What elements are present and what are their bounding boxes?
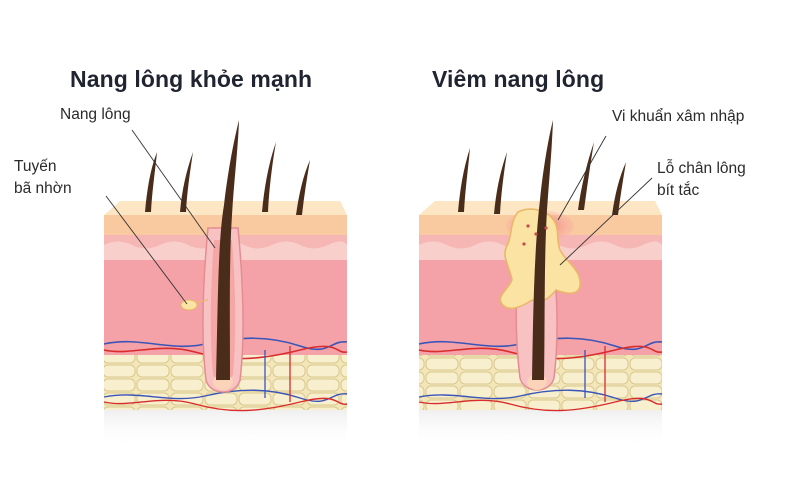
- main-hair-shaft: [532, 120, 553, 380]
- sebaceous-gland: [180, 299, 198, 311]
- vein: [103, 337, 348, 351]
- label-clogged-pore-line1: Lỗ chân lông: [657, 160, 746, 177]
- bacteria-dot: [534, 232, 538, 236]
- hair-strand: [612, 162, 626, 215]
- hair-strand: [494, 152, 507, 214]
- hair-strand: [578, 142, 594, 210]
- label-clogged-pore-line2: bít tắc: [657, 182, 700, 199]
- hair-strand: [262, 142, 276, 212]
- artery-deep: [418, 397, 663, 412]
- block-shadow: [419, 408, 662, 448]
- bacteria-dot: [544, 226, 548, 230]
- vein-deep: [103, 389, 348, 402]
- hair-strand: [145, 152, 157, 212]
- hair-strand: [296, 160, 310, 215]
- label-bacteria-invasion: Vi khuẩn xâm nhập: [612, 108, 745, 125]
- artery-deep: [103, 397, 348, 412]
- block-shadow: [104, 408, 347, 448]
- bacteria-dot: [522, 242, 526, 246]
- leader-line-bacteria: [557, 135, 607, 221]
- bacteria-dot: [526, 224, 530, 228]
- vein: [418, 337, 663, 351]
- vein-deep: [418, 389, 663, 402]
- hair-strand: [180, 152, 193, 212]
- healthy-skin-block: [103, 120, 348, 448]
- label-sebaceous-gland-line1: Tuyến: [14, 158, 57, 175]
- title-folliculitis: Viêm nang lông: [432, 66, 605, 92]
- leader-line-gland: [105, 195, 188, 305]
- inflamed-skin-block: [418, 120, 663, 448]
- title-healthy-follicle: Nang lông khỏe mạnh: [70, 66, 313, 92]
- main-hair-shaft: [216, 120, 239, 380]
- leader-line-pore: [559, 177, 653, 266]
- label-sebaceous-gland-line2: bã nhờn: [14, 180, 72, 197]
- leader-line-follicle: [131, 129, 216, 249]
- label-hair-follicle: Nang lông: [60, 106, 131, 123]
- hair-strand: [458, 148, 470, 212]
